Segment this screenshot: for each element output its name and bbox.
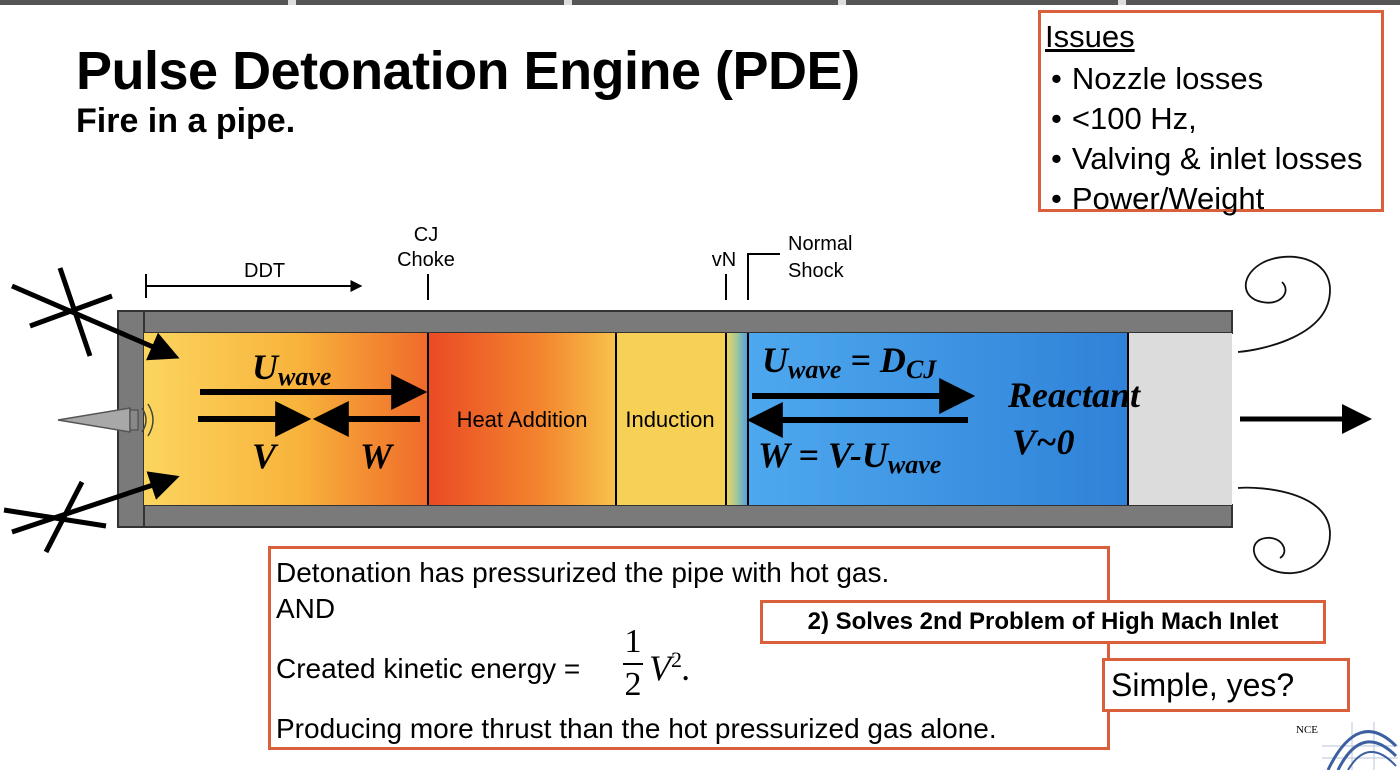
issue-item: <100 Hz, [1045, 99, 1381, 139]
normal-shock-leader [747, 253, 780, 300]
nce-logo-text: NCE [1296, 724, 1318, 736]
explanation-line-4: Producing more thrust than the hot press… [276, 713, 997, 744]
inlet-arrow-bottom [11, 471, 180, 535]
inlet-valve-cross-top [29, 293, 113, 329]
explanation-line-2: AND [276, 593, 336, 624]
pipe-wall-top [117, 310, 1233, 334]
solves-callout: 2) Solves 2nd Problem of High Mach Inlet [760, 600, 1326, 644]
w-label: W [360, 436, 395, 476]
v-label: V [252, 436, 279, 476]
issue-item: Nozzle losses [1045, 59, 1381, 99]
nce-logo-arches-icon [1322, 722, 1398, 770]
one-half-fraction: 1 2 [623, 625, 643, 702]
inlet-valve-cross-bottom [3, 507, 107, 529]
heat-addition-label: Heat Addition [457, 407, 588, 432]
fraction-denominator: 2 [624, 666, 642, 703]
inlet-arrow-top [11, 283, 180, 361]
inlet-valve-stem-bottom [43, 480, 85, 554]
issues-list: Nozzle losses <100 Hz, Valving & inlet l… [1045, 59, 1381, 219]
issues-box: Issues Nozzle losses <100 Hz, Valving & … [1038, 10, 1384, 216]
top-window-strip [0, 0, 1400, 5]
issues-heading: Issues [1045, 19, 1135, 54]
explanation-box: Detonation has pressurized the pipe with… [268, 546, 1110, 750]
u-wave-label: Uwave [252, 347, 331, 391]
ddt-label: DDT [244, 260, 285, 282]
induction-zone [616, 333, 726, 505]
u-wave-dcj-label: Uwave = DCJ [762, 340, 937, 384]
nce-logo: NCE [1292, 712, 1400, 770]
explanation-line-3: Created kinetic energy = [276, 653, 581, 684]
reactant-label: Reactant [1007, 375, 1141, 415]
v-symbol: V [649, 648, 671, 688]
fraction-numerator: 1 [624, 623, 642, 660]
spark-plug-icon [57, 407, 131, 433]
spark-arcs-icon [141, 403, 154, 437]
exhaust-vortex-bottom [1237, 486, 1331, 575]
cj-label-line1: CJ [414, 224, 438, 246]
page-title: Pulse Detonation Engine (PDE) [76, 41, 860, 101]
issue-item: Valving & inlet losses [1045, 139, 1381, 179]
period: . [682, 648, 691, 688]
open-end-zone [1128, 333, 1232, 505]
inlet-valve-stem-top [57, 267, 93, 357]
heat-addition-zone [428, 333, 616, 505]
shock-transition-zone [726, 333, 748, 505]
v-squared: V2. [649, 647, 691, 689]
fraction-bar [623, 663, 643, 665]
simple-yes-callout: Simple, yes? [1102, 658, 1350, 712]
normal-shock-label-line1: Normal [788, 233, 852, 255]
issue-item: Power/Weight [1045, 179, 1381, 219]
induction-label: Induction [625, 407, 714, 432]
page-subtitle: Fire in a pipe. [76, 102, 296, 140]
normal-shock-label-line2: Shock [788, 260, 845, 282]
spark-plug-tip [129, 409, 139, 431]
w-equation-label: W = V-Uwave [758, 435, 941, 479]
pipe-wall-bottom [117, 504, 1233, 528]
exponent: 2 [671, 647, 682, 672]
v-approx-zero-label: V~0 [1012, 422, 1075, 462]
vn-label: vN [712, 249, 736, 271]
cj-label-line2: Choke [397, 249, 455, 271]
explanation-line-1: Detonation has pressurized the pipe with… [276, 557, 890, 588]
exhaust-vortex-top [1237, 255, 1331, 353]
